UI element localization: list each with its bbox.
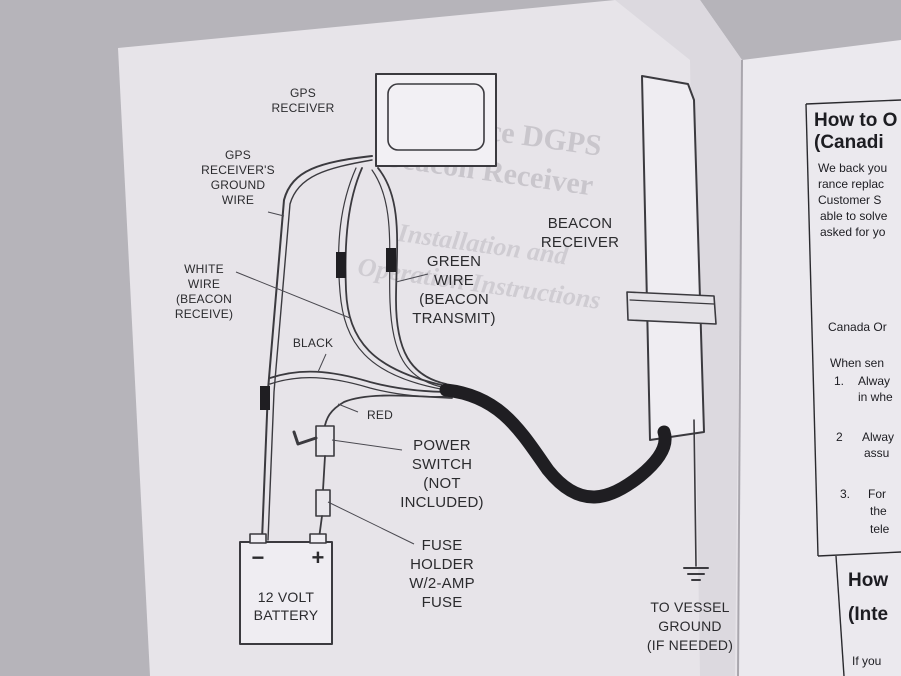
right-item2-b: assu (864, 446, 890, 460)
battery-plus-sign: + (311, 545, 325, 570)
right-para-line4: able to solve (820, 209, 888, 223)
right-item1-b: in whe (858, 390, 893, 404)
right-heading1-line2: (Canadi (814, 132, 884, 153)
label-ground-wire: GPS RECEIVER'S GROUND WIRE (201, 148, 275, 207)
right-item2-a: Alway (862, 430, 895, 444)
right-para-line3: Customer S (818, 193, 882, 207)
label-green-wire: GREEN WIRE (BEACON TRANSMIT) (412, 253, 496, 327)
label-beacon-receiver: BEACON RECEIVER (540, 215, 620, 251)
battery-body (239, 541, 333, 645)
label-white-wire: WHITE WIRE (BEACON RECEIVE) (174, 262, 234, 321)
right-para-line2: rance replac (818, 177, 885, 191)
label-vessel-ground: TO VESSEL GROUND (IF NEEDED) (646, 599, 734, 653)
right-bottom-text: If you (852, 654, 882, 668)
label-gps-receiver: GPS RECEIVER (271, 86, 335, 115)
right-item1-num: 1. (834, 374, 845, 388)
right-para-line5: asked for yo (820, 225, 886, 239)
left-page (118, 0, 742, 676)
label-fuse-holder: FUSE HOLDER W/2-AMP FUSE (409, 537, 475, 611)
right-item3-num: 3. (840, 487, 851, 501)
right-heading2-line1: How (848, 570, 889, 591)
right-item2-num: 2 (836, 430, 843, 444)
battery-minus-sign: − (251, 545, 265, 570)
right-item3-a: For (868, 487, 886, 501)
right-item3-b: the (870, 504, 887, 518)
right-when: When sen (830, 356, 885, 370)
right-heading1-line1: How to O (814, 110, 898, 131)
right-page (738, 40, 901, 676)
label-black: BLACK (292, 336, 334, 350)
label-battery: 12 VOLT BATTERY (253, 589, 319, 623)
label-red: RED (367, 408, 393, 422)
right-item1-a: Alway (858, 374, 891, 388)
right-heading2-line2: (Inte (848, 604, 889, 625)
right-canada: Canada Or (828, 320, 887, 334)
label-power-switch: POWER SWITCH (NOT INCLUDED) (400, 437, 484, 511)
right-item3-c: tele (870, 522, 890, 536)
right-para-line1: We back you (818, 161, 888, 175)
beacon-receiver-mast (641, 75, 705, 441)
